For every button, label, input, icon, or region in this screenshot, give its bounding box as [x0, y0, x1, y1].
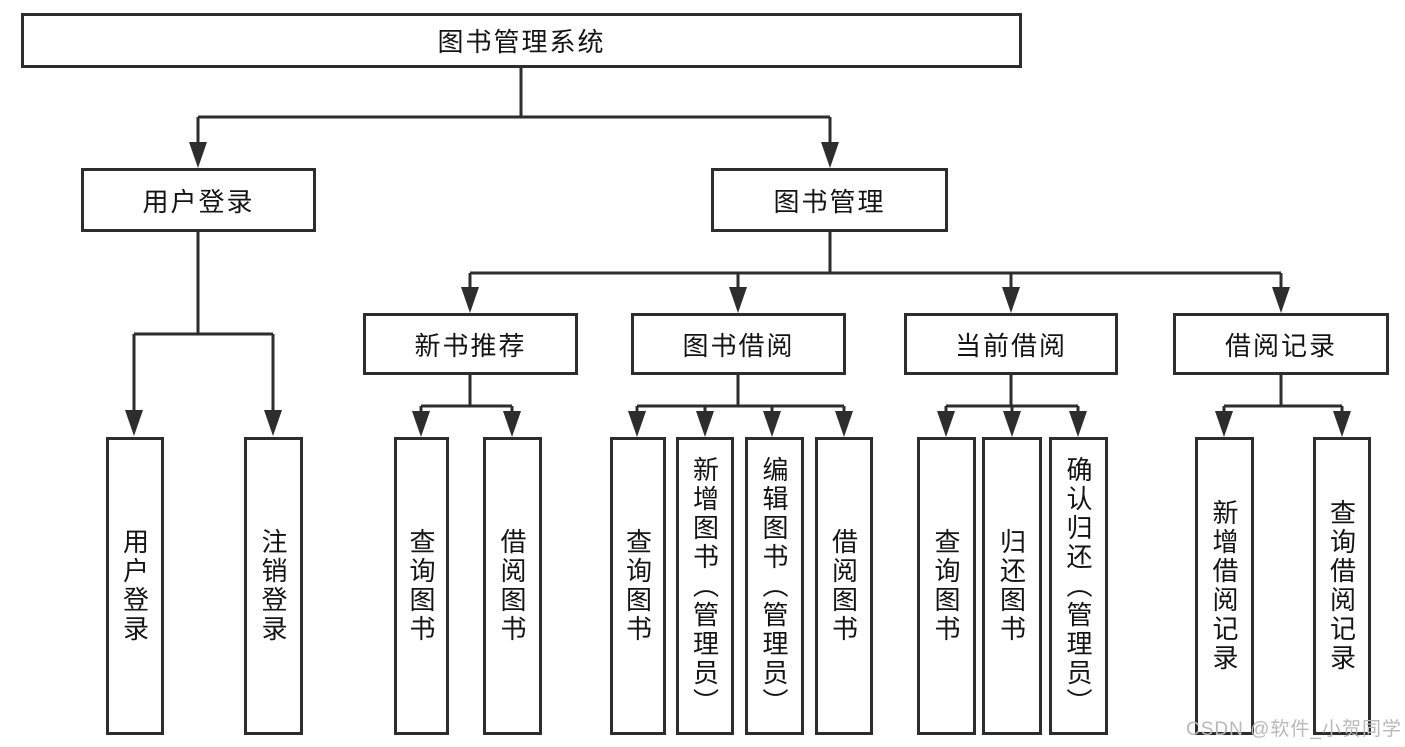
leaf-recommend-query-books: 查询图书: [394, 437, 449, 735]
leaf-current-query-books: 查询图书: [917, 437, 976, 735]
leaf-current-return-books: 归还图书: [982, 437, 1042, 735]
connector-path: [944, 375, 1080, 414]
arrow-down-icon: [1002, 287, 1020, 313]
arrow-down-icon: [1003, 411, 1021, 437]
leaf-borrowing-borrow-books: 借阅图书: [815, 437, 873, 735]
connector-path: [468, 232, 1283, 290]
leaf-borrowing-add-books-admin: 新增图书（管理员）: [676, 437, 734, 735]
arrow-down-icon: [189, 142, 207, 168]
arrow-down-icon: [1069, 411, 1087, 437]
node-user-login: 用户登录: [81, 168, 316, 232]
leaf-records-add-record: 新增借阅记录: [1195, 437, 1254, 735]
connector-path: [132, 232, 275, 412]
leaf-recommend-borrow-books: 借阅图书: [483, 437, 542, 735]
arrow-down-icon: [937, 411, 955, 437]
leaf-borrowing-edit-books-admin: 编辑图书（管理员）: [745, 437, 804, 735]
arrow-down-icon: [1215, 411, 1233, 437]
leaf-borrowing-query-books: 查询图书: [610, 437, 666, 735]
arrow-down-icon: [461, 287, 479, 313]
arrow-down-icon: [628, 411, 646, 437]
leaf-current-confirm-return-admin: 确认归还（管理员）: [1049, 437, 1108, 735]
arrow-down-icon: [763, 411, 781, 437]
connector-path: [1222, 375, 1344, 414]
arrow-down-icon: [1333, 411, 1351, 437]
arrow-down-icon: [503, 411, 521, 437]
arrow-down-icon: [729, 287, 747, 313]
node-new-book-recommend: 新书推荐: [363, 313, 578, 375]
arrow-down-icon: [1272, 287, 1290, 313]
connector-path: [635, 375, 846, 414]
node-book-borrowing: 图书借阅: [631, 313, 846, 375]
node-book-management: 图书管理: [711, 168, 948, 232]
arrow-down-icon: [125, 410, 143, 436]
node-current-borrowing: 当前借阅: [904, 313, 1118, 375]
leaf-user-login: 用户登录: [106, 437, 164, 735]
watermark: CSDN @软件_小贺同学: [1186, 719, 1402, 740]
arrow-down-icon: [264, 410, 282, 436]
arrow-down-icon: [821, 142, 839, 168]
connector-path: [196, 68, 832, 147]
leaf-records-query-record: 查询借阅记录: [1313, 437, 1371, 735]
node-root: 图书管理系统: [21, 13, 1022, 68]
arrow-down-icon: [835, 411, 853, 437]
node-borrowing-records: 借阅记录: [1173, 313, 1389, 375]
arrow-down-icon: [412, 411, 430, 437]
connector-path: [419, 375, 514, 414]
leaf-logout: 注销登录: [244, 437, 303, 735]
arrow-down-icon: [696, 411, 714, 437]
